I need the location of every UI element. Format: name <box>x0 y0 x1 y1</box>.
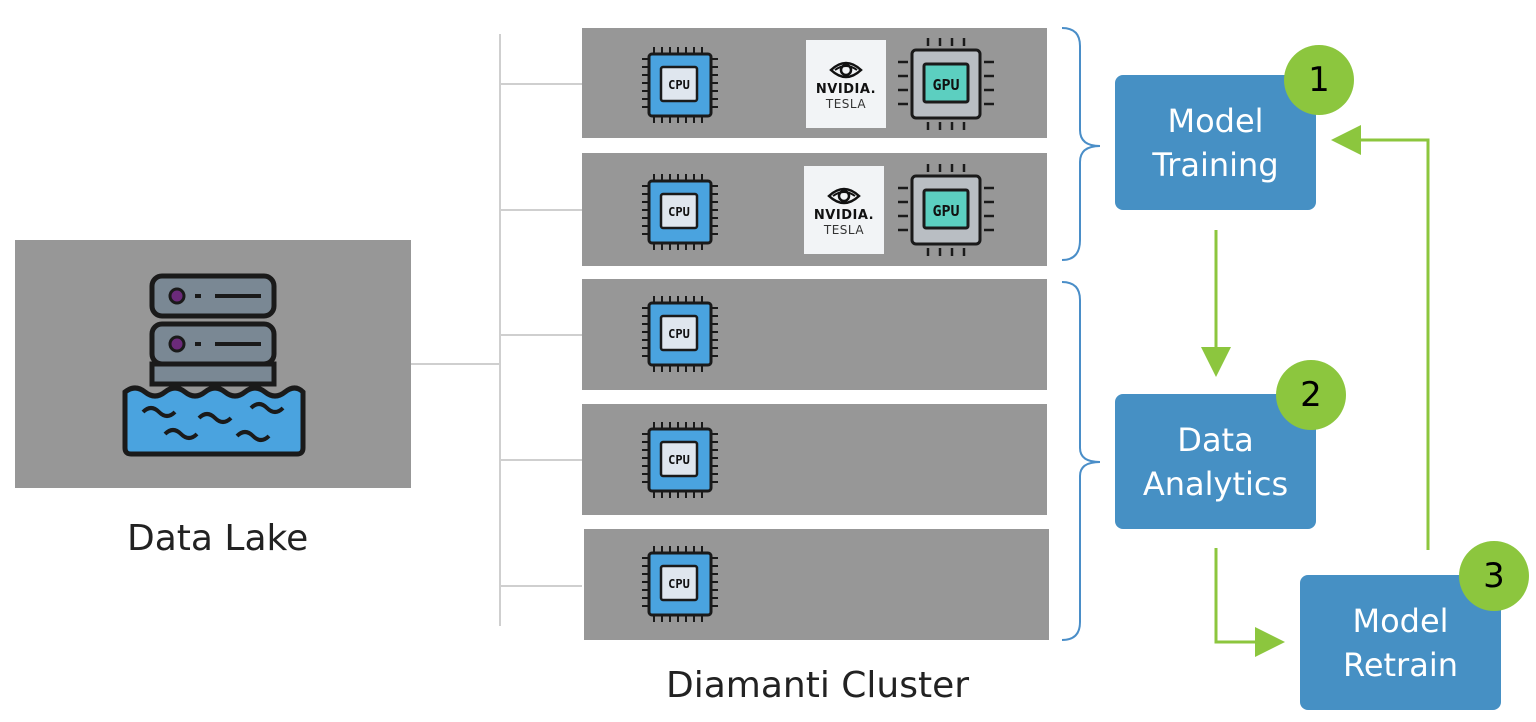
step-label: Model Training <box>1152 101 1279 184</box>
bracket-cpu-nodes <box>1061 281 1101 641</box>
gpu-icon: GPU <box>898 38 994 130</box>
gpu-label: GPU <box>932 202 959 220</box>
gpu-label: GPU <box>932 76 959 94</box>
step-label: Data Analytics <box>1142 420 1289 503</box>
cpu-chip-3: CPU <box>640 294 720 378</box>
cpu-icon: CPU <box>642 422 718 498</box>
step-label: Model Retrain <box>1343 601 1458 684</box>
data-lake-box <box>15 240 411 488</box>
cpu-chip-1: CPU <box>640 45 720 129</box>
nvidia-model: TESLA <box>823 222 865 237</box>
cpu-label: CPU <box>668 78 690 92</box>
nvidia-brand: NVIDIA. <box>815 81 877 97</box>
data-lake-icon <box>122 273 306 457</box>
step-badge-1: 1 <box>1284 45 1354 115</box>
cpu-label: CPU <box>668 205 690 219</box>
step-model-training: Model Training <box>1115 75 1316 210</box>
nvidia-eye-icon <box>829 61 863 78</box>
cpu-chip-5: CPU <box>640 544 720 628</box>
gpu-icon: GPU <box>898 164 994 256</box>
nvidia-tesla-logo-2: NVIDIA. TESLA <box>804 166 884 254</box>
arrow-retrain-to-training <box>1331 125 1430 550</box>
bracket-gpu-nodes <box>1061 27 1101 261</box>
data-lake-label: Data Lake <box>127 518 309 559</box>
cpu-chip-2: CPU <box>640 172 720 256</box>
nvidia-brand: NVIDIA. <box>813 207 875 223</box>
nvidia-eye-icon <box>827 187 861 204</box>
cpu-icon: CPU <box>642 296 718 372</box>
step-badge-2: 2 <box>1276 360 1346 430</box>
cpu-icon: CPU <box>642 47 718 123</box>
gpu-chip-2: GPU <box>896 162 996 262</box>
cpu-chip-4: CPU <box>640 420 720 504</box>
cpu-label: CPU <box>668 327 690 341</box>
cpu-label: CPU <box>668 577 690 591</box>
cpu-icon: CPU <box>642 174 718 250</box>
nvidia-model: TESLA <box>825 96 867 111</box>
cpu-icon: CPU <box>642 546 718 622</box>
arrow-analytics-to-retrain <box>1214 548 1285 657</box>
cluster-label: Diamanti Cluster <box>666 665 970 706</box>
step-badge-3: 3 <box>1459 541 1529 611</box>
gpu-chip-1: GPU <box>896 36 996 136</box>
cpu-label: CPU <box>668 453 690 467</box>
nvidia-tesla-logo-1: NVIDIA. TESLA <box>806 40 886 128</box>
